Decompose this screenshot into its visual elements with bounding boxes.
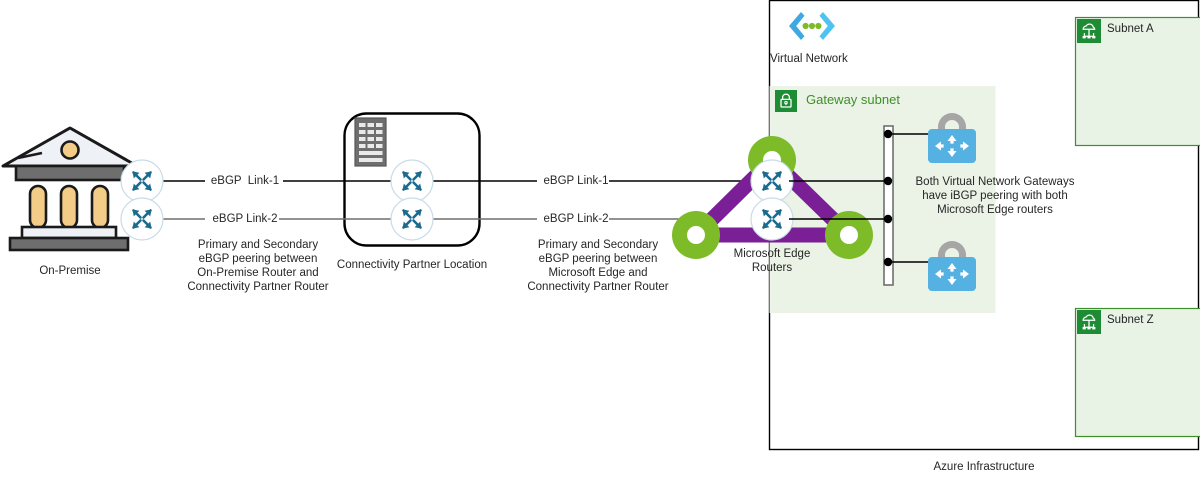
partner-router-primary: [390, 159, 434, 203]
link-label-partner-2: eBGP Link-2: [543, 213, 609, 225]
virtual-network-icon: [789, 12, 835, 40]
link-label-partner-1: eBGP Link-1: [543, 175, 609, 187]
gateway-peering-note: Both Virtual Network Gateways have iBGP …: [915, 176, 1075, 216]
edge-node-right: [825, 211, 873, 259]
gateway-subnet-lock-icon: [774, 89, 798, 113]
connectivity-partner-label: Connectivity Partner Location: [336, 259, 488, 271]
note-edge-partner-peering: Primary and Secondary eBGP peering betwe…: [527, 239, 669, 293]
link-label-onprem-2: eBGP Link-2: [212, 213, 278, 225]
server-rack-icon: [354, 117, 387, 167]
link-label-onprem-1: eBGP Link-1: [210, 175, 280, 187]
partner-router-secondary: [390, 197, 434, 241]
bus-dot-2: [883, 176, 893, 186]
subnet-z-icon: [1076, 309, 1102, 335]
subnet-a-icon: [1076, 18, 1102, 44]
bus-dot-3: [883, 214, 893, 224]
note-onprem-partner-peering: Primary and Secondary eBGP peering betwe…: [187, 239, 329, 293]
subnet-a-label: Subnet A: [1107, 23, 1154, 35]
virtual-network-label: Virtual Network: [770, 53, 848, 65]
on-premise-label: On-Premise: [39, 265, 101, 277]
subnet-z-label: Subnet Z: [1107, 314, 1154, 326]
microsoft-edge-routers-label: Microsoft Edge Routers: [733, 248, 811, 274]
gateway-subnet-label: Gateway subnet: [806, 92, 900, 107]
azure-infrastructure-label: Azure Infrastructure: [933, 461, 1035, 473]
gateway-bus-bar: [883, 125, 894, 286]
bus-dot-1: [883, 129, 893, 139]
on-premise-router-secondary: [120, 197, 164, 241]
bus-dot-4: [883, 257, 893, 267]
on-premise-router-primary: [120, 159, 164, 203]
edge-node-left: [672, 211, 720, 259]
microsoft-edge-router-1: [750, 159, 794, 203]
microsoft-edge-router-2: [750, 197, 794, 241]
bank-building-icon: [1, 126, 139, 252]
